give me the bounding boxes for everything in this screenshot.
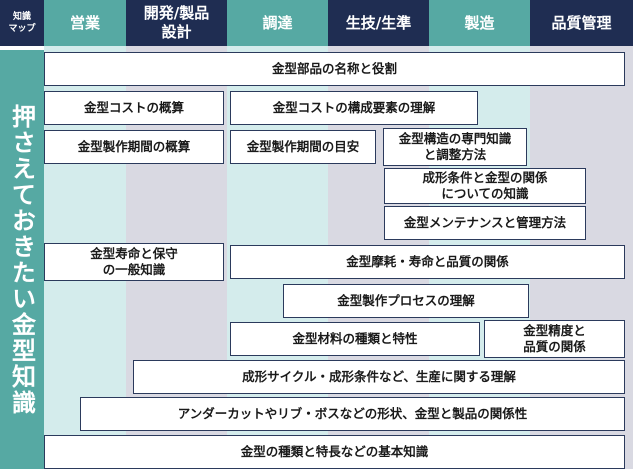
knowledge-item: 金型摩耗・寿命と品質の関係 xyxy=(230,245,625,279)
knowledge-item: 金型材料の種類と特性 xyxy=(230,322,480,356)
knowledge-item: 金型コストの概算 xyxy=(44,91,224,125)
knowledge-item: 金型製作期間の目安 xyxy=(230,130,376,164)
column-header-quality: 品質管理 xyxy=(530,0,633,46)
knowledge-item: 金型の種類と特長などの基本知識 xyxy=(44,435,625,469)
column-header-procurement: 調達 xyxy=(227,0,328,46)
column-header-production-engineering: 生技/生準 xyxy=(328,0,429,46)
knowledge-item: 金型コストの構成要素の理解 xyxy=(230,91,478,125)
knowledge-map-label: 知識 マップ xyxy=(0,0,44,46)
knowledge-item: 金型寿命と保守 の一般知識 xyxy=(44,243,224,281)
knowledge-item: 金型製作期間の概算 xyxy=(44,130,224,164)
knowledge-item: アンダーカットやリブ・ボスなどの形状、金型と製品の関係性 xyxy=(80,397,625,431)
knowledge-item: 金型製作プロセスの理解 xyxy=(283,284,529,318)
knowledge-item: 金型構造の専門知識 と調整方法 xyxy=(383,128,527,166)
knowledge-item: 成形サイクル・成形条件など、生産に関する理解 xyxy=(133,360,625,394)
knowledge-item: 金型部品の名称と役割 xyxy=(44,52,625,86)
knowledge-item: 成形条件と金型の関係 についての知識 xyxy=(384,168,586,204)
side-label: 押さえておきたい金型知識 xyxy=(0,50,44,469)
knowledge-item: 金型精度と 品質の関係 xyxy=(484,320,625,358)
side-label-text: 押さえておきたい金型知識 xyxy=(7,103,36,416)
knowledge-item: 金型メンテナンスと管理方法 xyxy=(384,206,586,240)
column-header-design: 開発/製品 設計 xyxy=(126,0,227,46)
column-header-sales: 営業 xyxy=(44,0,126,46)
column-header-manufacturing: 製造 xyxy=(429,0,530,46)
